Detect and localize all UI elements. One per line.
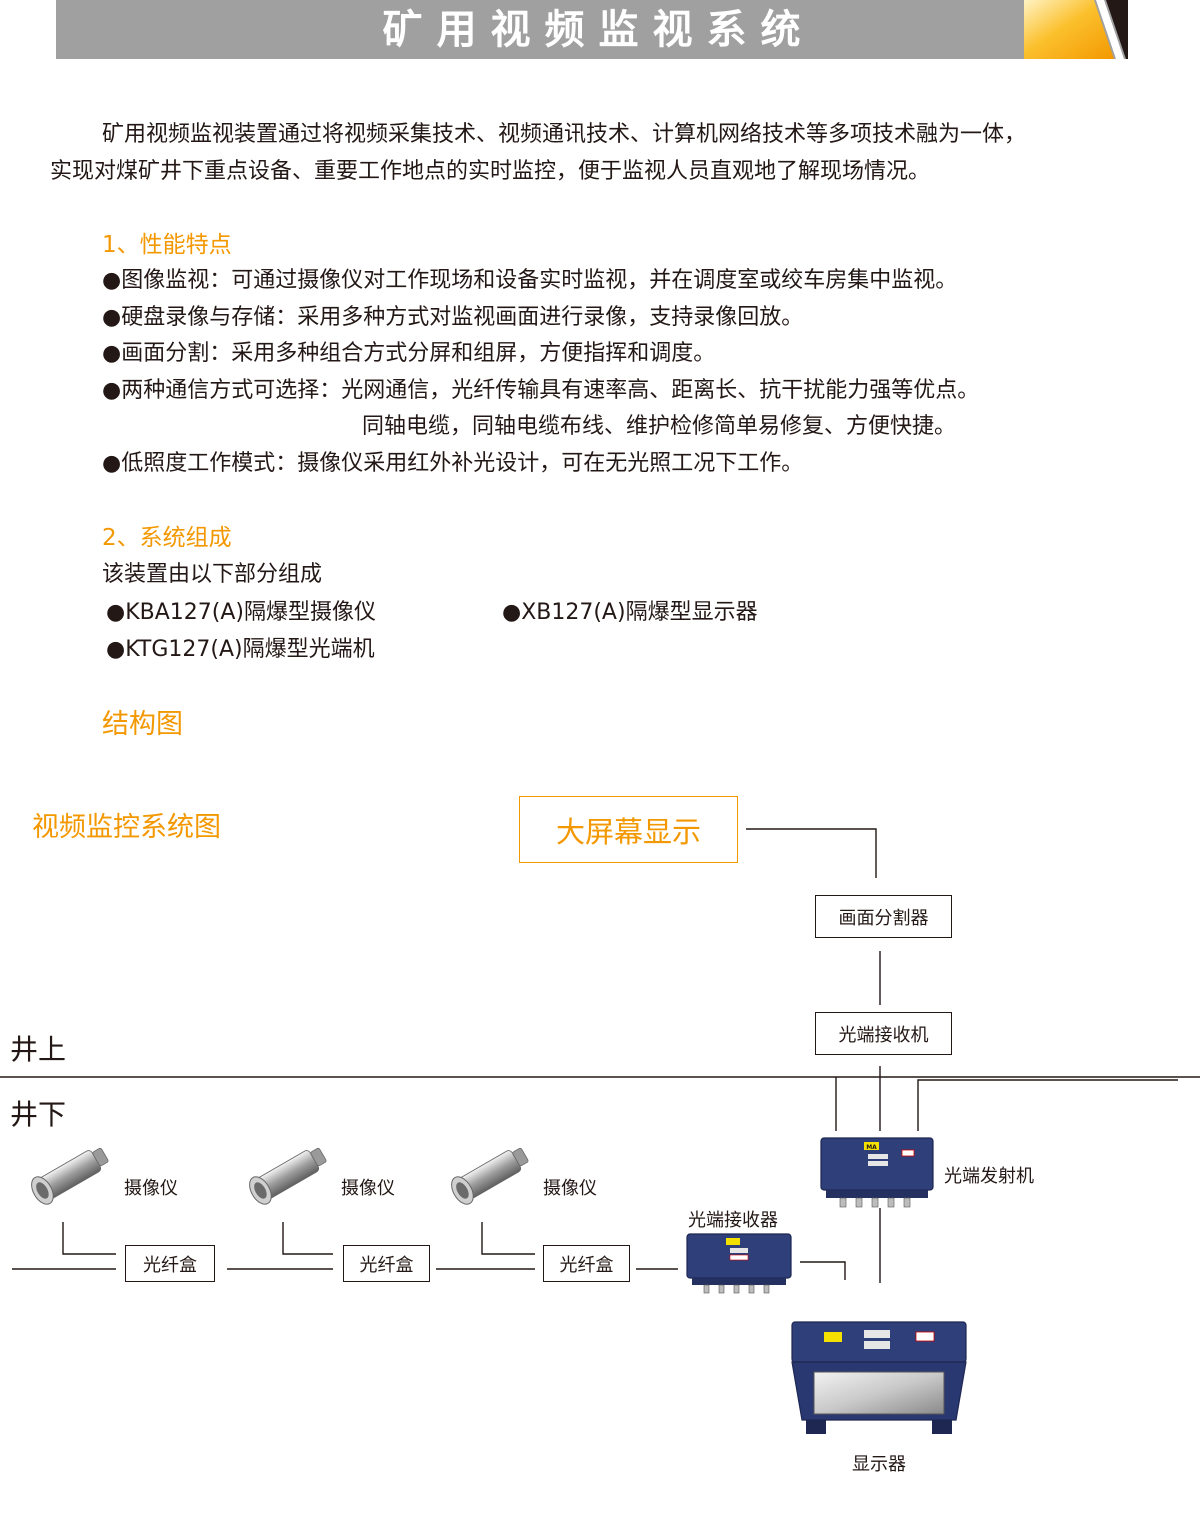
header-bar: 矿用视频监视系统 [56,0,1128,59]
camera-icon [31,1147,109,1205]
feature-item: ●低照度工作模式：摄像仪采用红外补光设计，可在无光照工况下工作。 [102,451,804,476]
zone-above-ground: 井上 [10,1033,67,1066]
optical-receiver-bottom-label: 光端接收器 [688,1210,778,1231]
camera-label: 摄像仪 [341,1178,395,1199]
header-accent-graphic [1024,0,1128,59]
composition-item: ●KBA127(A)隔爆型摄像仪 [106,600,376,625]
features-heading: 1、性能特点 [102,232,232,258]
optical-transmitter-icon: MA [820,1137,934,1208]
feature-item: ●硬盘录像与存储：采用多种方式对监视画面进行录像，支持录像回放。 [102,305,804,330]
svg-text:MA: MA [866,1144,877,1151]
feature-item: 同轴电缆，同轴电缆布线、维护检修简单易修复、方便快捷。 [362,414,957,439]
fiber-box: 光纤盒 [125,1245,215,1282]
intro-line-2: 实现对煤矿井下重点设备、重要工作地点的实时监控，便于监视人员直观地了解现场情况。 [50,159,931,184]
structure-heading: 结构图 [102,709,183,740]
feature-item: ●两种通信方式可选择：光网通信，光纤传输具有速率高、距离长、抗干扰能力强等优点。 [102,378,980,403]
big-screen-display-box: 大屏幕显示 [519,796,738,863]
feature-item: ●图像监视：可通过摄像仪对工作现场和设备实时监视，并在调度室或绞车房集中监视。 [102,268,958,293]
display-label: 显示器 [852,1454,906,1475]
camera-icon [249,1147,327,1205]
camera-icon [451,1147,529,1205]
page-title: 矿用视频监视系统 [382,7,815,53]
intro-line-1: 矿用视频监视装置通过将视频采集技术、视频通讯技术、计算机网络技术等多项技术融为一… [102,122,1027,147]
fiber-box: 光纤盒 [343,1245,430,1282]
composition-heading: 2、系统组成 [102,525,232,551]
optical-transmitter-label: 光端发射机 [944,1166,1034,1187]
camera-label: 摄像仪 [543,1178,597,1199]
screen-splitter-box: 画面分割器 [815,895,952,938]
display-monitor-icon [791,1321,967,1434]
camera-label: 摄像仪 [124,1178,178,1199]
diagram-title: 视频监控系统图 [32,812,221,843]
optical-receiver-top-box: 光端接收机 [815,1012,952,1055]
optical-receiver-icon [686,1233,792,1294]
composition-intro: 该装置由以下部分组成 [102,562,323,587]
zone-underground: 井下 [10,1098,67,1131]
feature-item: ●画面分割：采用多种组合方式分屏和组屏，方便指挥和调度。 [102,341,716,366]
composition-item: ●XB127(A)隔爆型显示器 [502,600,758,625]
composition-item: ●KTG127(A)隔爆型光端机 [106,637,375,662]
fiber-box: 光纤盒 [543,1245,630,1282]
